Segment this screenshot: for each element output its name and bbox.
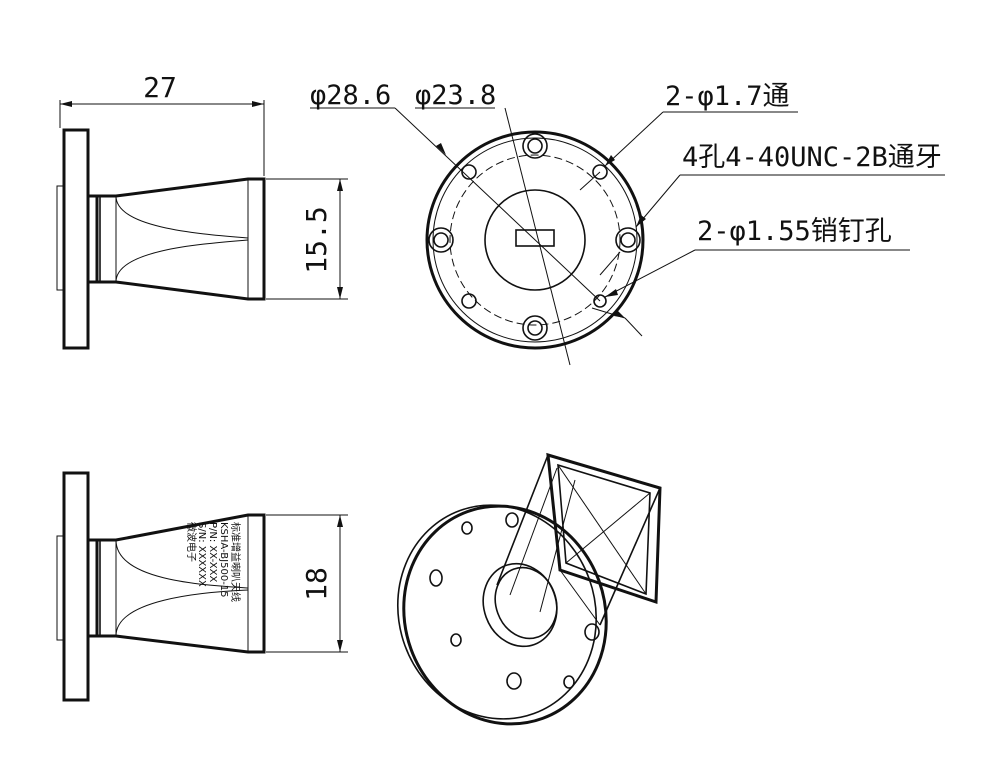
front-view: φ28.6 φ23.8 2-φ1.7通 4孔4-40UNC-2B通牙 2-φ1.… xyxy=(310,80,945,366)
nameplate-line1: 标准增益喇叭天线 xyxy=(229,522,242,602)
dim-height-top: 15.5 xyxy=(300,206,333,273)
callout-through-holes: 2-φ1.7通 xyxy=(665,81,790,112)
threaded-hole xyxy=(522,315,548,341)
callout-pin-holes: 2-φ1.55销钉孔 xyxy=(697,216,892,247)
side-view-top: 27 15.5 xyxy=(56,71,348,350)
dim-length: 27 xyxy=(143,71,177,104)
nameplate-line3: P/N: XX-XXX xyxy=(207,522,218,582)
nameplate: 标准增益喇叭天线 KSHA-BJ500-15 P/N: XX-XXX S/N: … xyxy=(185,522,242,602)
dim-bolt-circle: φ23.8 xyxy=(415,80,496,111)
threaded-hole xyxy=(522,133,548,159)
dim-height-bottom: 18 xyxy=(300,567,333,601)
threaded-hole xyxy=(615,227,641,253)
dim-outer-diameter: φ28.6 xyxy=(310,80,391,111)
threaded-hole xyxy=(428,227,454,253)
through-hole xyxy=(461,164,477,180)
pin-hole xyxy=(593,294,607,308)
nameplate-line5: 微波电子 xyxy=(185,522,198,562)
through-hole xyxy=(592,164,608,180)
nameplate-line4: S/N: XXXXXX xyxy=(196,522,207,587)
nameplate-line2: KSHA-BJ500-15 xyxy=(218,522,229,598)
isometric-view xyxy=(396,452,662,726)
side-view-bottom: 标准增益喇叭天线 KSHA-BJ500-15 P/N: XX-XXX S/N: … xyxy=(56,471,348,702)
pin-hole xyxy=(461,293,477,309)
callout-threaded-holes: 4孔4-40UNC-2B通牙 xyxy=(682,142,942,173)
